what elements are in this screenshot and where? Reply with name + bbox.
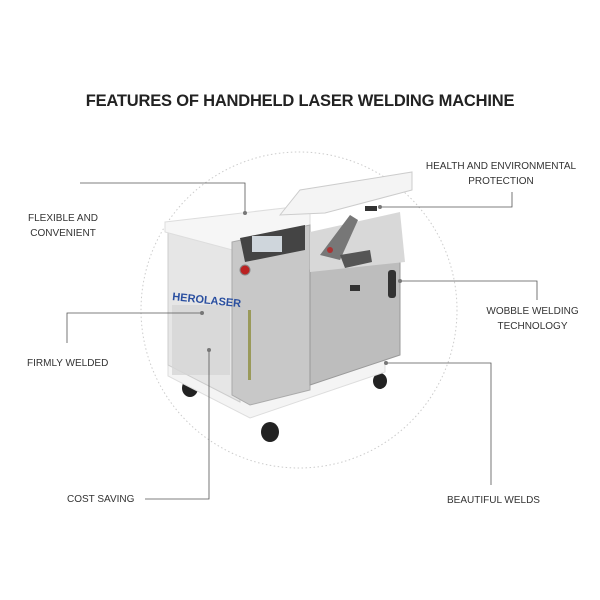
callout-health: HEALTH AND ENVIRONMENTAL PROTECTION bbox=[418, 159, 584, 189]
callout-dots bbox=[200, 205, 402, 365]
dotted-circle bbox=[140, 151, 458, 469]
callout-line-firmly bbox=[66, 312, 202, 343]
laser-welding-machine: HEROLASER bbox=[164, 171, 413, 442]
emergency-button bbox=[239, 264, 251, 276]
callout-line-cost bbox=[145, 350, 210, 500]
page-title: FEATURES OF HANDHELD LASER WELDING MACHI… bbox=[85, 92, 515, 110]
callout-lines bbox=[66, 182, 538, 500]
callout-beautiful: BEAUTIFUL WELDS bbox=[447, 495, 540, 506]
callout-line-beautiful bbox=[386, 362, 492, 485]
callout-cost: COST SAVING bbox=[67, 494, 135, 505]
vent-grille bbox=[172, 305, 230, 375]
callout-wobble: WOBBLE WELDING TECHNOLOGY bbox=[480, 304, 585, 334]
callout-wobble-line2: TECHNOLOGY bbox=[497, 321, 568, 332]
callout-line-health bbox=[380, 192, 513, 208]
callout-flexible-line2: CONVENIENT bbox=[30, 228, 96, 239]
callout-firmly: FIRMLY WELDED bbox=[27, 358, 109, 369]
callout-health-line2: PROTECTION bbox=[468, 176, 534, 187]
callout-line-wobble bbox=[400, 280, 538, 300]
callout-flexible: FLEXIBLE AND CONVENIENT bbox=[28, 211, 98, 241]
callout-flexible-line1: FLEXIBLE AND bbox=[28, 213, 99, 224]
callout-wobble-line1: WOBBLE WELDING bbox=[486, 306, 579, 317]
callout-line-flexible bbox=[80, 182, 246, 213]
callout-health-line1: HEALTH AND ENVIRONMENTAL bbox=[425, 161, 577, 172]
